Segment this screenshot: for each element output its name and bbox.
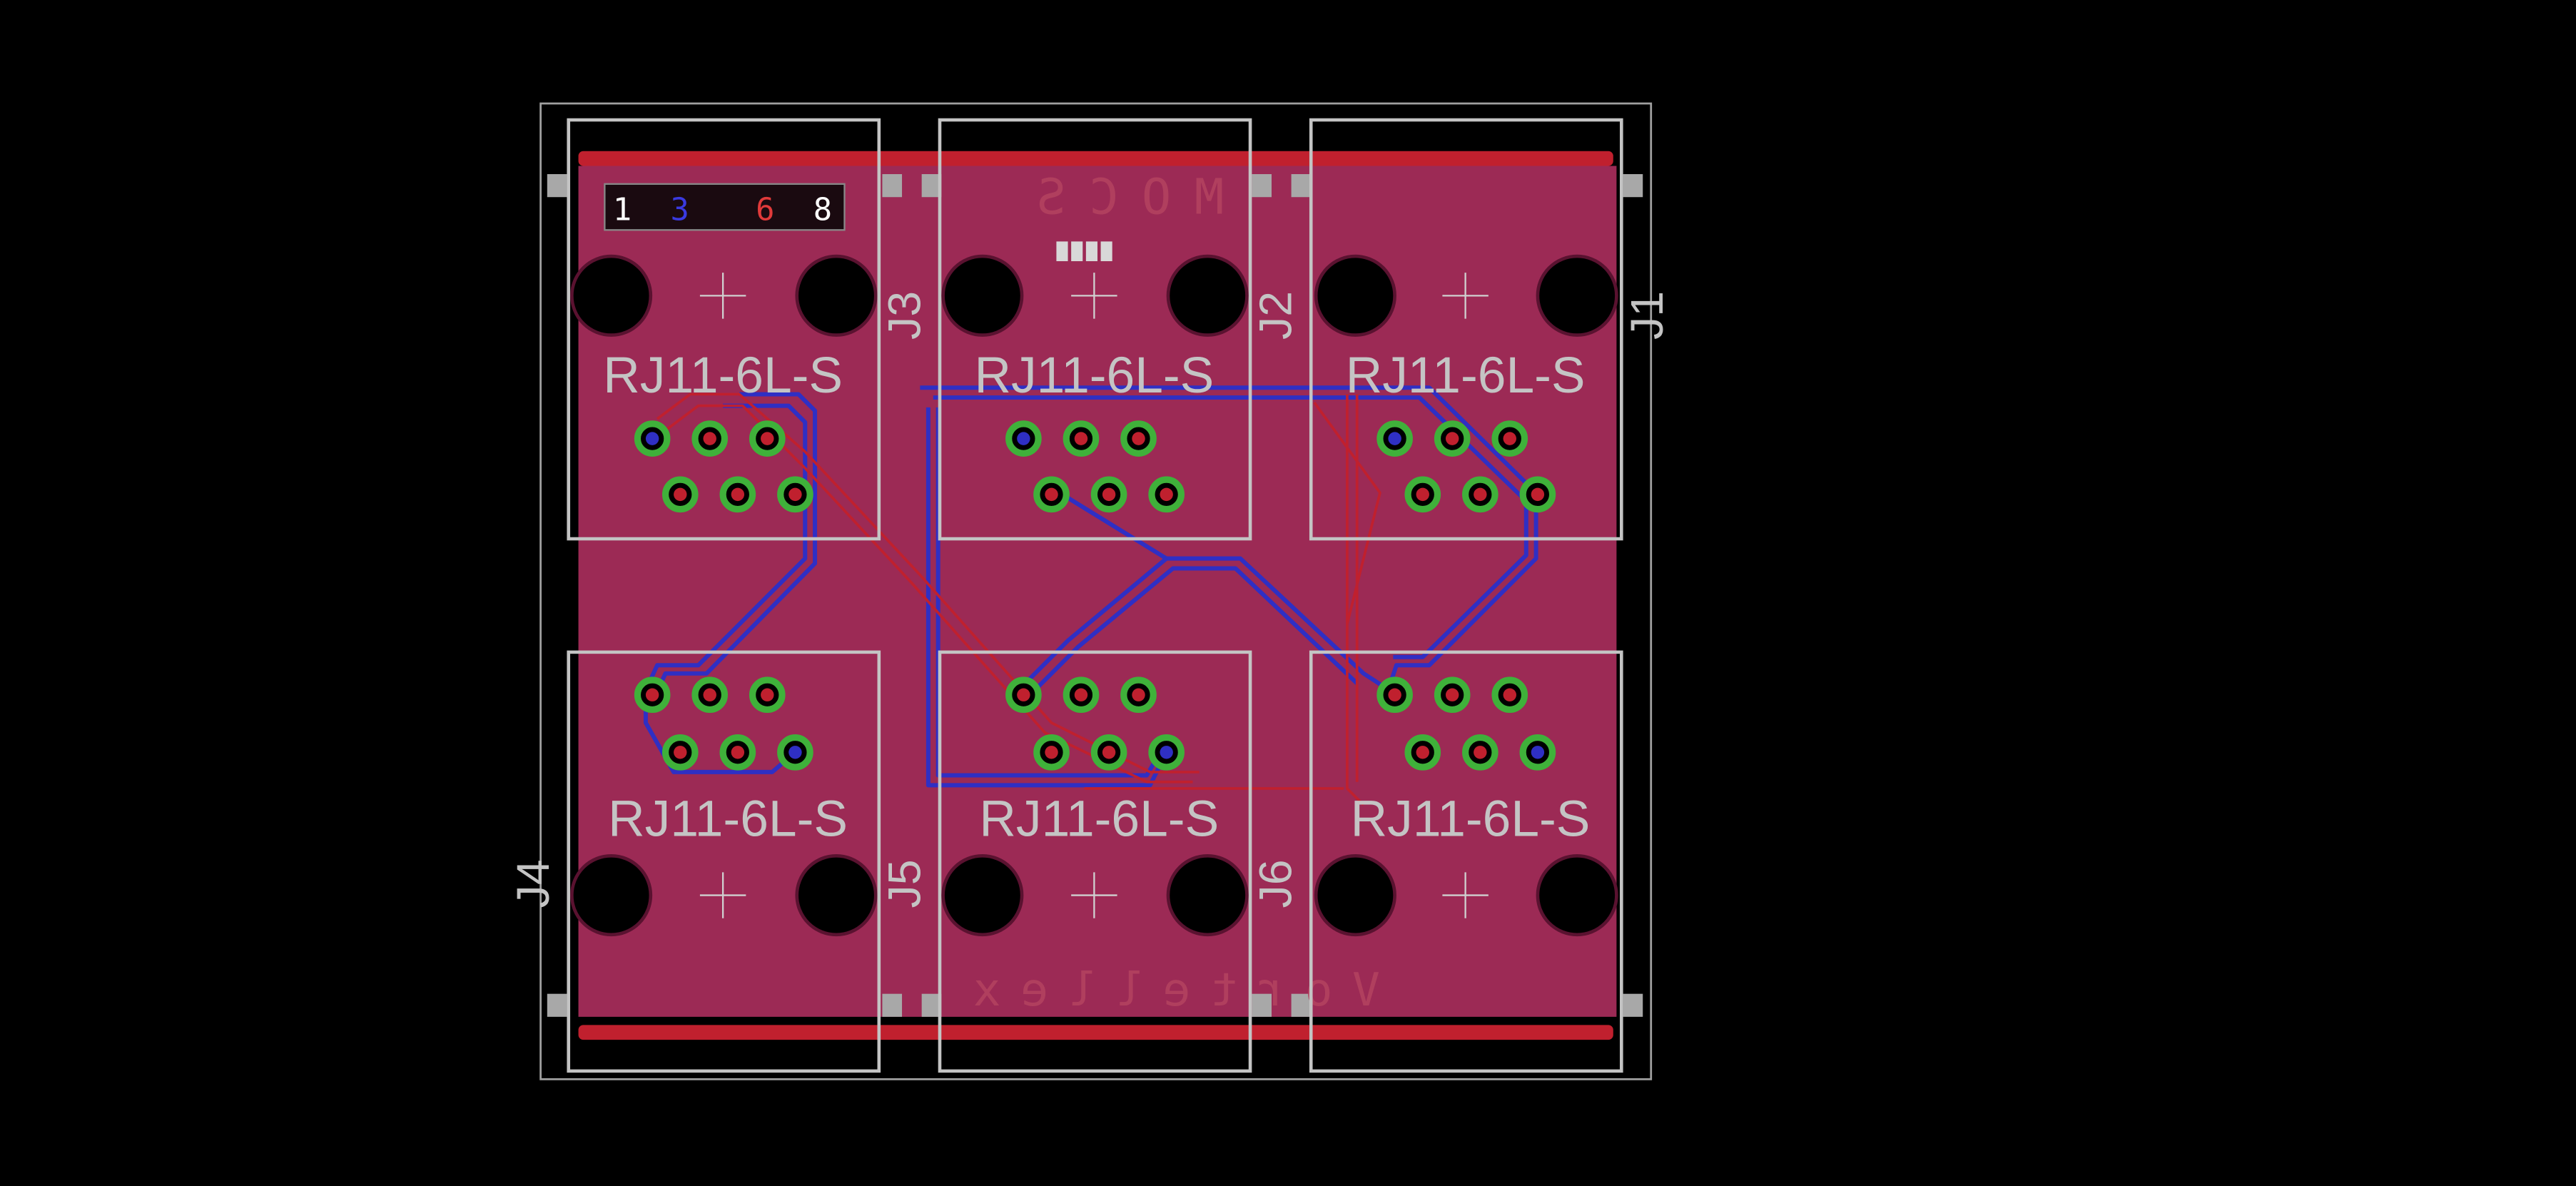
connector-outline bbox=[567, 650, 881, 1073]
connector-ref-label: J2 bbox=[1250, 291, 1302, 340]
mounting-hole-icon bbox=[1536, 254, 1618, 337]
mounting-hole-icon bbox=[1314, 254, 1396, 337]
edge-tabs bbox=[547, 174, 1643, 1017]
connector-outline bbox=[938, 118, 1252, 541]
crosshair-icon bbox=[699, 872, 746, 918]
connector-outline bbox=[938, 650, 1252, 1073]
mounting-hole-icon bbox=[941, 854, 1024, 937]
layer-legend-8: 8 bbox=[813, 191, 832, 228]
connector-value-label: RJ11-6L-S bbox=[603, 347, 843, 404]
connector-j1[interactable]: RJ11-6L-S J1 bbox=[1309, 118, 1673, 541]
layer-legend-3: 3 bbox=[670, 191, 689, 228]
smd-pad-cluster bbox=[1056, 241, 1112, 262]
connector-value-label: RJ11-6L-S bbox=[1346, 347, 1586, 404]
crosshair-icon bbox=[1442, 273, 1489, 319]
crosshair-icon bbox=[1442, 872, 1489, 918]
mirrored-text-bottom: Vortellex bbox=[953, 963, 1380, 1017]
connector-j4[interactable]: RJ11-6L-S J4 bbox=[507, 650, 881, 1073]
crosshair-icon bbox=[1071, 872, 1117, 918]
crosshair-icon bbox=[699, 273, 746, 319]
via-pad-icon bbox=[1005, 420, 1185, 513]
connector-ref-label: J4 bbox=[507, 859, 559, 908]
connector-ref-label: J1 bbox=[1621, 291, 1673, 340]
connector-ref-label: J5 bbox=[878, 859, 930, 908]
connector-outline bbox=[1309, 118, 1623, 541]
via-pad-icon bbox=[634, 420, 813, 513]
connector-value-label: RJ11-6L-S bbox=[608, 791, 848, 848]
connector-j3[interactable]: RJ11-6L-S J3 bbox=[567, 118, 930, 541]
via-pad-icon bbox=[1376, 420, 1556, 513]
bottom-copper-strip bbox=[578, 1025, 1613, 1040]
connector-j6[interactable]: RJ11-6L-S J6 bbox=[1250, 650, 1623, 1073]
connector-j2[interactable]: RJ11-6L-S J2 bbox=[938, 118, 1302, 541]
board-outline bbox=[539, 102, 1653, 1080]
mirrored-text-top: MOCS bbox=[1013, 168, 1224, 225]
layer-legend-box bbox=[604, 183, 846, 231]
mounting-hole-icon bbox=[1536, 854, 1618, 937]
mounting-hole-icon bbox=[941, 254, 1024, 337]
connector-outline bbox=[567, 118, 881, 541]
connector-value-label: RJ11-6L-S bbox=[1351, 791, 1591, 848]
via-pad-icon bbox=[1005, 676, 1185, 771]
connector-ref-label: J6 bbox=[1250, 859, 1302, 908]
mounting-hole-icon bbox=[570, 854, 653, 937]
connector-ref-label: J3 bbox=[878, 291, 930, 340]
layer-legend: 1 3 6 8 bbox=[604, 183, 846, 231]
top-copper-strip bbox=[578, 151, 1613, 166]
mounting-hole-icon bbox=[795, 854, 878, 937]
layer-legend-6: 6 bbox=[756, 191, 774, 228]
layer-legend-1: 1 bbox=[613, 191, 632, 228]
mounting-hole-icon bbox=[570, 254, 653, 337]
via-pad-icon bbox=[1376, 676, 1556, 771]
connector-value-label: RJ11-6L-S bbox=[974, 347, 1214, 404]
connector-value-label: RJ11-6L-S bbox=[979, 791, 1219, 848]
crosshair-icon bbox=[1071, 273, 1117, 319]
mounting-hole-icon bbox=[1314, 854, 1396, 937]
connector-j5[interactable]: RJ11-6L-S J5 bbox=[878, 650, 1252, 1073]
copper-pour bbox=[578, 166, 1617, 1017]
mounting-hole-icon bbox=[1166, 254, 1249, 337]
mounting-hole-icon bbox=[795, 254, 878, 337]
connector-outline bbox=[1309, 650, 1623, 1073]
via-pad-icon bbox=[634, 676, 813, 771]
mounting-hole-icon bbox=[1166, 854, 1249, 937]
